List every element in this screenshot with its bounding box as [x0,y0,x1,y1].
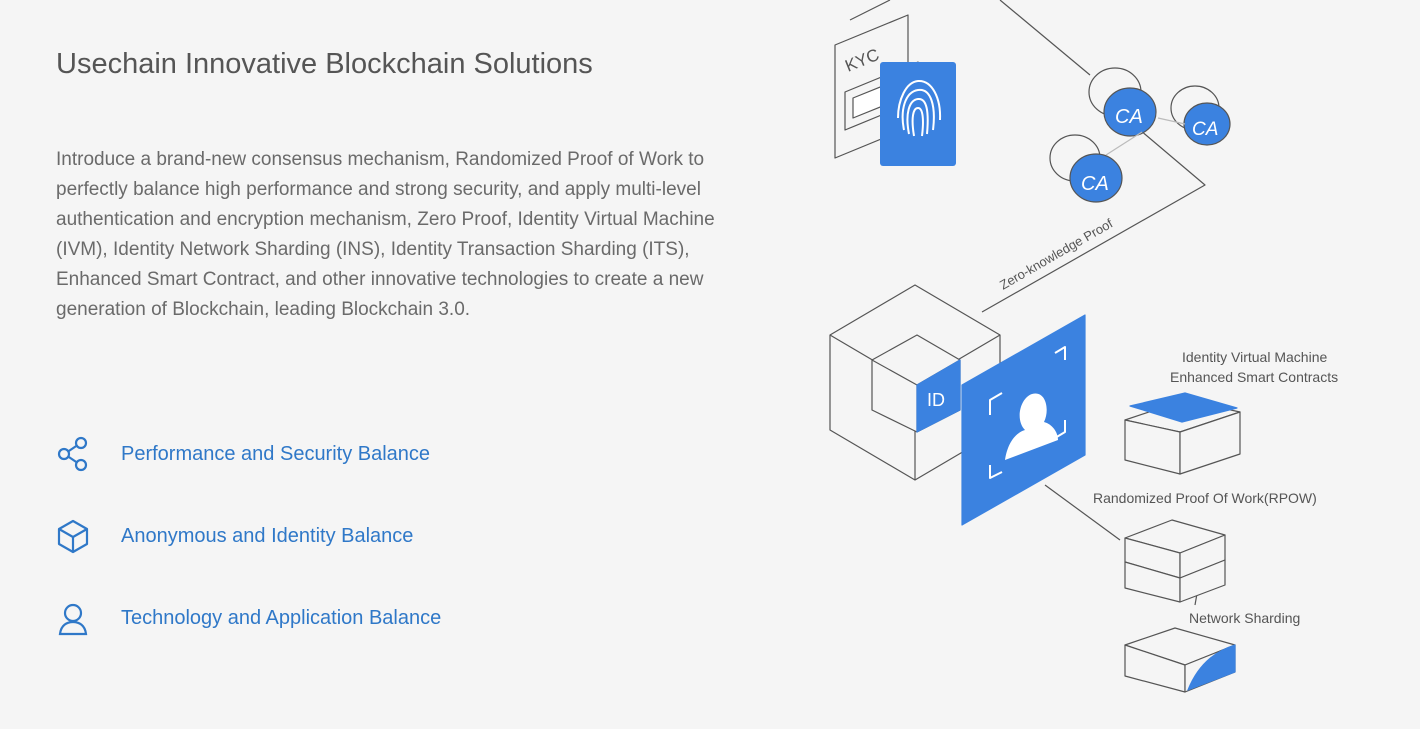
illustration-svg: KYC CA CA CA Zero-knowledge Proof ID Ide… [829,0,1338,693]
blockchain-illustration: KYC CA CA CA Zero-knowledge Proof ID Ide… [800,0,1420,729]
user-icon [56,598,96,638]
rpow-label: Randomized Proof Of Work(RPOW) [1093,490,1317,506]
connector-line [999,0,1091,76]
zkp-label: Zero-knowledge Proof [997,215,1116,292]
feature-label: Anonymous and Identity Balance [121,524,414,547]
id-cube [829,284,1001,481]
share-network-icon [56,434,96,474]
ivm-label-2: Enhanced Smart Contracts [1170,369,1338,385]
ca-label: CA [1081,173,1109,195]
feature-technology-application[interactable]: Technology and Application Balance [56,598,441,638]
section-description: Introduce a brand-new consensus mechanis… [56,149,715,320]
feature-label: Performance and Security Balance [121,442,431,465]
ivm-label-1: Identity Virtual Machine [1182,349,1327,365]
cube-icon [56,516,96,556]
ca-coin-2 [1170,85,1231,146]
ca-coin-3 [1049,134,1123,203]
feature-performance-security[interactable]: Performance and Security Balance [56,434,430,474]
sharding-highlight [1187,644,1236,691]
profile-silhouette [1005,393,1058,460]
section-title: Usechain Innovative Blockchain Solutions [56,48,593,80]
ca-label: CA [1115,106,1143,128]
sharding-label: Network Sharding [1189,610,1300,626]
connector-line [849,0,891,21]
ca-coin-1 [1088,67,1157,137]
ivm-layer [1129,392,1238,423]
connector-line [1044,484,1121,541]
ca-label: CA [1192,119,1218,140]
connector-line [981,129,1206,313]
feature-anonymous-identity[interactable]: Anonymous and Identity Balance [56,516,413,556]
feature-label: Technology and Application Balance [121,606,442,629]
fingerprint-panel [880,62,956,166]
id-label: ID [927,390,945,410]
